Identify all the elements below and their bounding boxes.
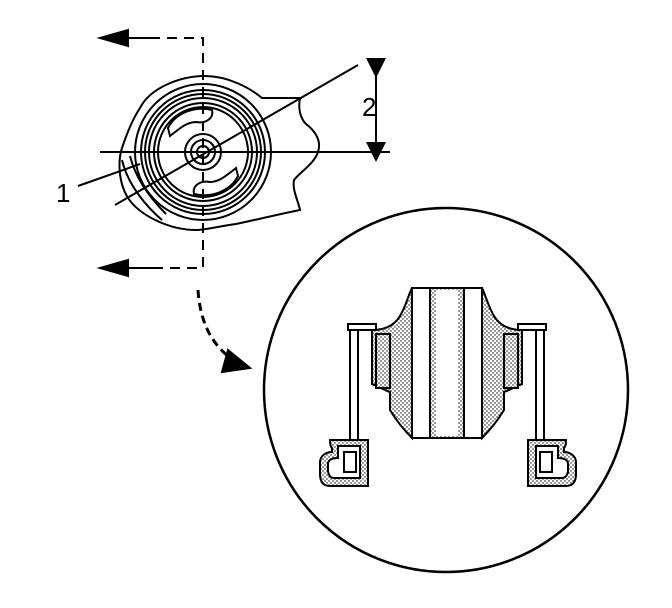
inner-sleeve-right <box>463 287 483 439</box>
flange-left <box>347 323 377 331</box>
section-arrow-top <box>96 28 129 48</box>
clip-detail-left <box>319 439 369 487</box>
section-arrows <box>96 28 155 278</box>
section-cut-line <box>150 37 204 269</box>
leader-line-1 <box>77 163 141 187</box>
detail-view <box>262 206 630 574</box>
center-bore <box>436 290 458 436</box>
detail-pointer-arrow <box>196 289 253 374</box>
flange-right <box>517 323 547 331</box>
angle-reference-line <box>114 64 359 206</box>
bushing-void-upper <box>166 107 214 138</box>
inner-sleeve-left <box>411 287 431 439</box>
callout-2: 2 <box>362 92 376 122</box>
side-pad-right <box>503 333 519 389</box>
arm-flange-edge <box>121 159 163 221</box>
reference-lines <box>77 37 390 269</box>
bushing-void-lower <box>192 166 240 197</box>
callout-1: 1 <box>56 178 70 208</box>
side-pad-left <box>375 333 391 389</box>
section-arrow-bottom <box>96 258 129 278</box>
clip-detail-right <box>527 439 577 487</box>
